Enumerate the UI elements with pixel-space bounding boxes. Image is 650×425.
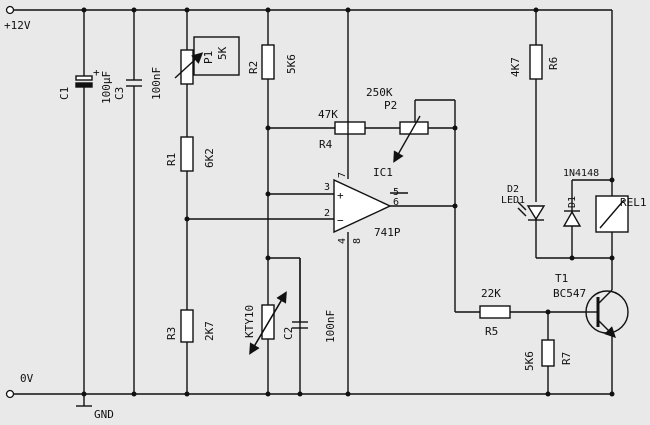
rel1-ref: REL1: [620, 196, 647, 209]
ic1-pin6: 6: [393, 197, 399, 208]
c3-value: 100nF: [150, 67, 163, 100]
ic1-ref: IC1: [373, 166, 393, 179]
opamp-ic1: [184, 7, 455, 397]
d1-value: 1N4148: [563, 168, 599, 179]
ic1-pin8: 8: [352, 238, 363, 244]
r7-value: 5K6: [523, 351, 536, 371]
feedback-network: [268, 99, 458, 209]
resistor-r2: [261, 7, 275, 197]
r4-ref: R4: [319, 138, 333, 151]
p2-value: 250K: [366, 86, 393, 99]
resistor-r3: [180, 309, 194, 343]
ic1-pin4: 4: [337, 238, 348, 244]
t1-ref: T1: [555, 272, 568, 285]
r3-value: 2K7: [203, 321, 216, 341]
kty10-ref: KTY10: [243, 305, 256, 338]
sensor-kty10: [249, 194, 303, 397]
r5-ref: R5: [485, 325, 498, 338]
right-branch: [533, 7, 615, 261]
resistor-r7: [541, 339, 555, 367]
r4-value: 47K: [318, 108, 338, 121]
ic1-pin2: 2: [324, 208, 330, 219]
supply-terminal: [5, 5, 15, 15]
supply-rail: [5, 5, 612, 15]
c2-ref: C2: [282, 327, 295, 340]
diode-d1: [562, 210, 582, 227]
r5-value: 22K: [481, 287, 501, 300]
t1-value: BC547: [553, 287, 586, 300]
r2-ref: R2: [247, 61, 260, 74]
resistor-r1: [180, 136, 194, 172]
ground-terminal: [5, 389, 15, 399]
r1-value: 6K2: [203, 148, 216, 168]
ic1-pin7: 7: [337, 172, 348, 178]
ic1-plus: +: [337, 189, 344, 202]
gnd-label: GND: [94, 408, 114, 421]
resistor-r5: [479, 305, 511, 319]
r2-value: 5K6: [285, 54, 298, 74]
capacitor-c1: [75, 7, 93, 397]
c1-value: 100µF: [100, 71, 113, 104]
p1-ref: P1: [202, 51, 215, 64]
r3-ref: R3: [165, 327, 178, 340]
ground-rail-label: 0V: [20, 372, 34, 385]
resistor-r4: [334, 121, 366, 135]
d1-ref: D1: [567, 196, 578, 208]
ground-rail: [5, 389, 612, 407]
capacitor-c2: [292, 258, 308, 329]
r7-ref: R7: [560, 352, 573, 365]
c1-ref: C1: [58, 87, 71, 100]
r6-ref: R6: [547, 57, 560, 70]
potentiometer-p1: [174, 36, 240, 85]
ic1-minus: −: [337, 214, 344, 227]
c1-polarity: +: [93, 66, 100, 79]
relay-rel1: [595, 195, 629, 233]
resistor-r6: [529, 44, 543, 80]
ic1-pin3: 3: [324, 182, 330, 193]
d2-value: LED1: [501, 195, 525, 206]
divider-branch: [184, 7, 190, 397]
r6-value: 4K7: [509, 57, 522, 77]
c3-ref: C3: [113, 87, 126, 100]
p1-value: 5K: [216, 46, 229, 60]
supply-rail-label: +12V: [4, 19, 31, 32]
transistor-t1: [585, 258, 629, 397]
p2-ref: P2: [384, 99, 397, 112]
led-d2: [517, 201, 546, 221]
d2-ref: D2: [507, 184, 519, 195]
capacitor-c3: [126, 7, 142, 397]
output-stage: [454, 206, 585, 397]
ic1-value: 741P: [374, 226, 401, 239]
potentiometer-p2: [393, 115, 429, 163]
c2-value: 100nF: [324, 310, 337, 343]
r1-ref: R1: [165, 153, 178, 166]
